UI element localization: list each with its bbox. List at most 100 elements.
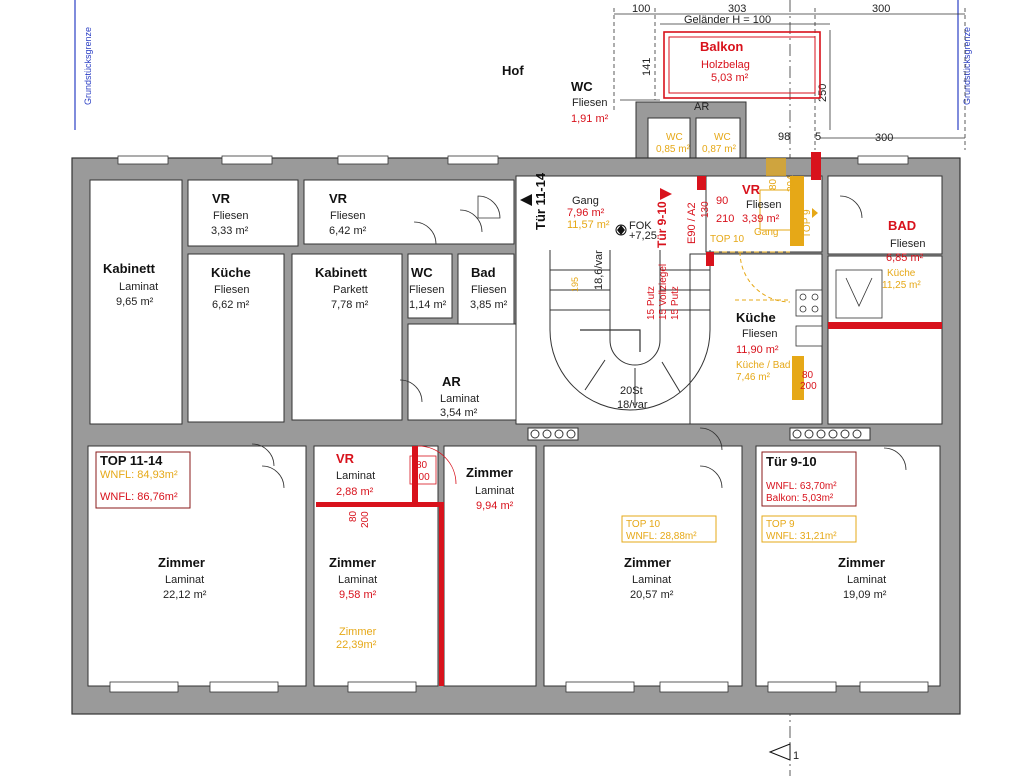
dim-303: 303 — [728, 3, 746, 15]
dim-5: 5 — [815, 131, 821, 143]
door-arrow-1114 — [520, 194, 532, 206]
property-label-left: Grundstücksgrenze — [83, 27, 93, 105]
vr4-mat: Laminat — [336, 470, 375, 482]
ar-area: 3,54 m² — [440, 407, 478, 419]
hof-label: Hof — [502, 63, 524, 78]
dim-90: 90 — [716, 195, 728, 207]
dim-204: 204 — [786, 175, 797, 192]
zimmer4-area: 19,09 m² — [843, 589, 887, 601]
kueche1-area: 6,62 m² — [212, 299, 250, 311]
vr3-area: 3,39 m² — [742, 213, 780, 225]
doors — [251, 195, 907, 489]
zimmer2-mat: Laminat — [338, 574, 377, 586]
gang-area: 7,96 m² — [567, 207, 605, 219]
kueche2-mat: Fliesen — [742, 328, 777, 340]
fok-value: +7,25 — [629, 230, 657, 242]
staircase — [549, 250, 711, 411]
zimmer3-name: Zimmer — [624, 555, 671, 570]
putz3: 15 Putz — [670, 286, 681, 320]
tuer910-box-balkon: Balkon: 5,03m² — [766, 493, 834, 504]
room-zimmer-4 — [755, 445, 941, 687]
top10-small: TOP 10 — [710, 234, 745, 245]
e90-dim: 130 — [700, 201, 711, 218]
balcony-inner — [668, 36, 816, 94]
tuer1114-label: Tür 11-14 — [533, 172, 548, 230]
vr2-name: VR — [329, 191, 348, 206]
kueche-bad: Küche / Bad — [736, 360, 790, 371]
room-bad-kueche — [827, 255, 943, 425]
wc-top-mat: Fliesen — [572, 97, 607, 109]
room-wc-2 — [407, 253, 453, 319]
bad2-mat: Fliesen — [471, 284, 506, 296]
room-zimmer-1 — [87, 445, 307, 687]
zimmer-small-area: 9,94 m² — [476, 500, 514, 512]
fok-marker-fill — [617, 225, 625, 235]
door2-200: 200 — [360, 511, 371, 528]
tuer910-label: Tür 9-10 — [655, 201, 669, 248]
zimmer2-name: Zimmer — [329, 555, 376, 570]
bad-area: 6,85 m² — [886, 252, 924, 264]
top9-box-wnfl: WNFL: 31,21m² — [766, 531, 837, 542]
orange-wall-kueche — [792, 356, 804, 400]
tuer910-box — [761, 451, 857, 507]
windows — [109, 155, 929, 693]
kueche2-area: 11,90 m² — [736, 344, 779, 356]
tuer910-box-title: Tür 9-10 — [766, 454, 817, 469]
door-arrow-top9 — [812, 208, 818, 218]
kabinett2-name: Kabinett — [315, 265, 368, 280]
door2-80: 80 — [348, 510, 359, 522]
room-kueche-1 — [187, 253, 285, 423]
section-mark — [768, 743, 791, 761]
wc-a-name: WC — [666, 132, 683, 143]
dim-80-top: 80 — [768, 178, 779, 190]
bath-fixture — [835, 269, 883, 319]
vr3-mat: Fliesen — [746, 199, 781, 211]
dim-300-top: 300 — [872, 3, 890, 15]
top10-box-title: TOP 10 — [626, 519, 661, 530]
top1114-wnfl1: WNFL: 84,93m² — [100, 469, 178, 481]
bad-mat: Fliesen — [890, 238, 925, 250]
kabinett2-area: 7,78 m² — [331, 299, 369, 311]
wc-a-area: 0,85 m² — [656, 144, 691, 155]
dim-geland: Geländer H = 100 — [684, 14, 771, 26]
bad-name: BAD — [888, 218, 916, 233]
vr2-mat: Fliesen — [330, 210, 365, 222]
gang-name: Gang — [572, 195, 599, 207]
wc-b-name: WC — [714, 132, 731, 143]
door-arc-red — [417, 445, 457, 485]
room-kabinett-2 — [291, 253, 403, 421]
room-bad-top — [827, 175, 943, 255]
kabinett1-name: Kabinett — [103, 261, 156, 276]
balcony-outline — [663, 31, 821, 99]
zimmer3-mat: Laminat — [632, 574, 671, 586]
dim-80b: 80 — [802, 370, 814, 381]
bad2-area: 3,85 m² — [470, 299, 508, 311]
stair-var: 18/var — [617, 399, 648, 411]
kabinett2-mat: Parkett — [333, 284, 368, 296]
room-vr-1 — [187, 179, 299, 247]
putz2: 15 Vollziegel — [658, 264, 669, 320]
ar-small: AR — [694, 101, 709, 113]
vr4-area: 2,88 m² — [336, 486, 374, 498]
dim-141: 141 — [641, 58, 653, 76]
orange-box-vr3 — [759, 189, 801, 231]
orange-patch-top — [766, 158, 786, 176]
zimmer2-or-name: Zimmer — [339, 626, 377, 638]
top10-box-wnfl: WNFL: 28,88m² — [626, 531, 697, 542]
ar-mat: Laminat — [440, 393, 479, 405]
door-80: 80 — [416, 460, 428, 471]
door-200: 200 — [413, 472, 430, 483]
room-ar — [407, 323, 519, 421]
tuer910-box-wnfl: WNFL: 63,70m² — [766, 481, 837, 492]
zimmer3-area: 20,57 m² — [630, 589, 674, 601]
wc2-name: WC — [411, 265, 433, 280]
property-label-right: Grundstücksgrenze — [962, 27, 972, 105]
wc-top-name: WC — [571, 79, 593, 94]
vr1-name: VR — [212, 191, 231, 206]
zimmer2-or-area: 22,39m² — [336, 639, 377, 651]
zimmer4-mat: Laminat — [847, 574, 886, 586]
top1114-box — [95, 451, 191, 509]
dim-300-mid: 300 — [875, 132, 893, 144]
gang-orange: Gang — [754, 227, 778, 238]
